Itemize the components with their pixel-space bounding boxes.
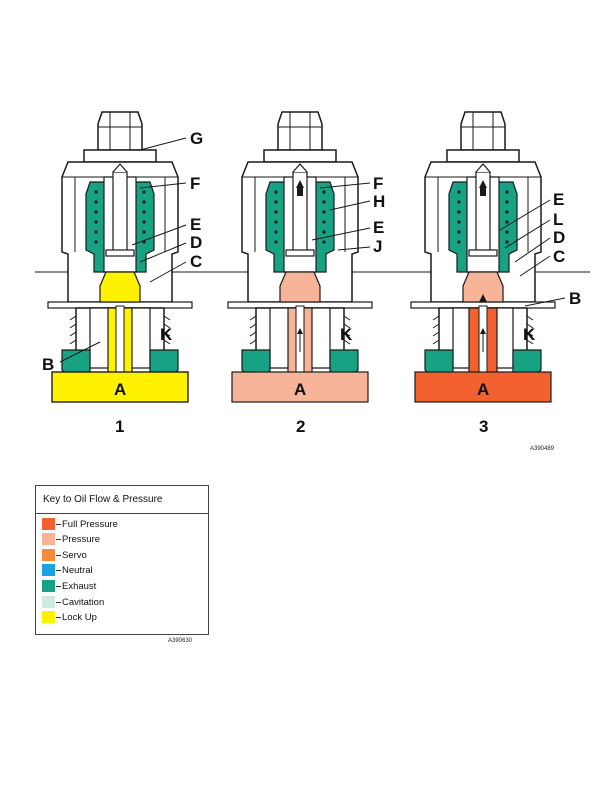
key-title: Key to Oil Flow & Pressure <box>43 494 163 505</box>
d1-label-k: K <box>160 325 173 344</box>
valve-2 <box>227 111 373 403</box>
d3-label-b: B <box>569 289 581 308</box>
key-label: Servo <box>62 549 87 561</box>
key-label: Cavitation <box>62 596 105 608</box>
d3-label-a: A <box>477 380 489 399</box>
key-item-lock-up: Lock Up <box>42 611 97 623</box>
valve-3 <box>410 111 556 403</box>
figure-code: A390489 <box>530 446 555 452</box>
swatch-full-pressure <box>42 518 55 530</box>
valve-diagram: G F E D C B K A F H E J K A E L D C B K … <box>35 111 590 452</box>
d1-label-a: A <box>114 380 126 399</box>
diagram-number-2: 2 <box>296 417 305 436</box>
key-label: Full Pressure <box>62 518 118 530</box>
swatch-exhaust <box>42 580 55 592</box>
d1-label-f: F <box>190 174 200 193</box>
key-label: Lock Up <box>62 611 97 623</box>
oil-flow-key: Key to Oil Flow & Pressure Full Pressure… <box>35 485 209 635</box>
d2-label-e: E <box>373 218 384 237</box>
d2-label-h: H <box>373 192 385 211</box>
key-item-cavitation: Cavitation <box>42 596 104 608</box>
swatch-lock-up <box>42 611 55 623</box>
key-item-pressure: Pressure <box>42 533 100 545</box>
d1-label-c: C <box>190 252 202 271</box>
d3-label-k: K <box>523 325 536 344</box>
d1-label-e: E <box>190 215 201 234</box>
key-divider <box>36 513 208 514</box>
key-item-neutral: Neutral <box>42 564 93 576</box>
valve-1 <box>47 111 193 403</box>
d1-label-g: G <box>190 129 203 148</box>
key-label: Neutral <box>62 564 93 576</box>
swatch-cavitation <box>42 596 55 608</box>
diagram-number-3: 3 <box>479 417 488 436</box>
d3-label-e: E <box>553 190 564 209</box>
key-item-full-pressure: Full Pressure <box>42 518 118 530</box>
diagram-number-1: 1 <box>115 417 124 436</box>
key-label: Exhaust <box>62 580 97 592</box>
key-item-exhaust: Exhaust <box>42 580 96 592</box>
key-code: A390630 <box>168 638 193 644</box>
swatch-servo <box>42 549 55 561</box>
key-label: Pressure <box>62 533 101 545</box>
d2-label-k: K <box>340 325 353 344</box>
key-item-servo: Servo <box>42 549 87 561</box>
swatch-neutral <box>42 564 55 576</box>
d3-label-d: D <box>553 228 565 247</box>
d2-label-j: J <box>373 237 382 256</box>
swatch-pressure <box>42 533 55 545</box>
d3-label-l: L <box>553 210 563 229</box>
d3-label-c: C <box>553 247 565 266</box>
d2-label-a: A <box>294 380 306 399</box>
d1-label-d: D <box>190 233 202 252</box>
d1-label-b: B <box>42 355 54 374</box>
d2-label-f: F <box>373 174 383 193</box>
